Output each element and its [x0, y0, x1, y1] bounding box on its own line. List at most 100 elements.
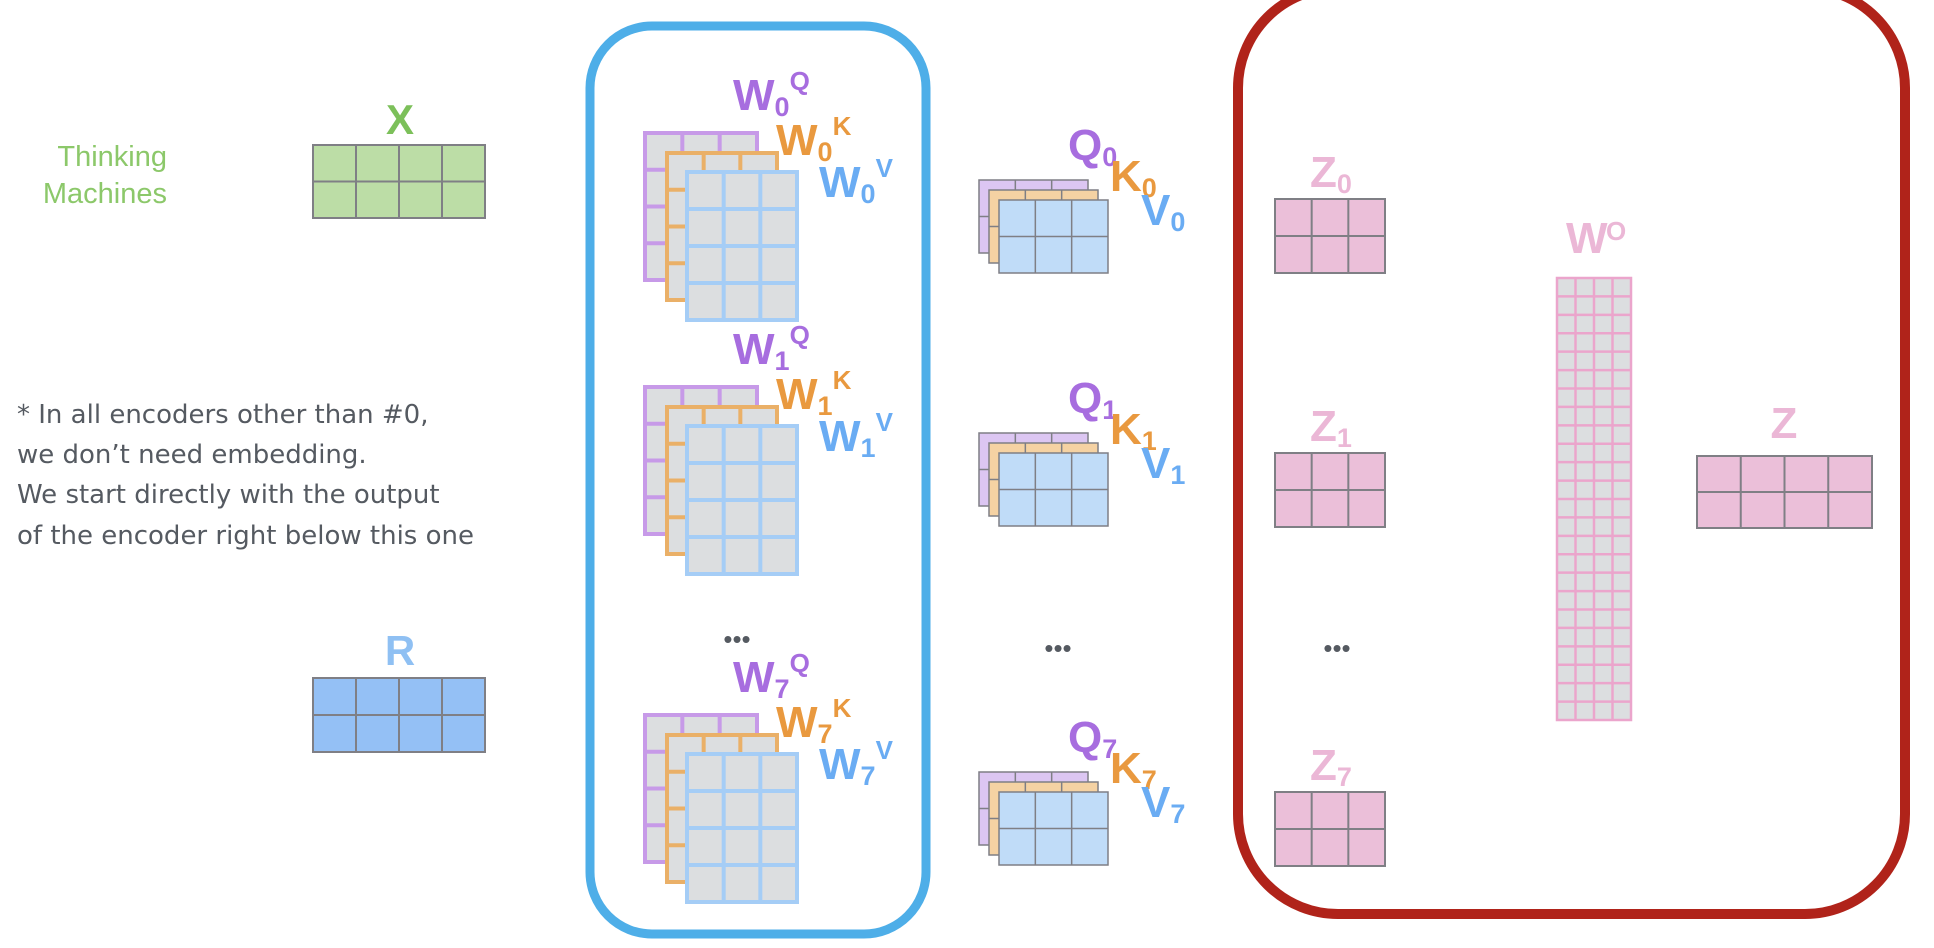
weight-query-label-index: 0 — [775, 92, 790, 122]
key-label-index: 7 — [1142, 765, 1157, 795]
weight-value-label-index: 0 — [861, 179, 876, 209]
embedding-label-x: X — [386, 96, 414, 143]
encoder-output-label-r: R — [385, 627, 415, 674]
input-word-machines: Machines — [43, 178, 167, 210]
weight-key-label: W7K — [776, 693, 852, 749]
key-label-index: 0 — [1142, 173, 1157, 203]
weight-value-label-superscript: V — [876, 153, 894, 183]
value-label-main: V — [1141, 439, 1171, 488]
key-label: K0 — [1110, 152, 1157, 203]
weight-value-label-main: W — [819, 412, 861, 461]
weight-key-label-index: 1 — [818, 391, 833, 421]
weight-query-label-index: 7 — [775, 674, 790, 704]
qkv-stack-7 — [978, 771, 1109, 866]
weight-value-label: W0V — [819, 153, 894, 209]
weight-key-label-superscript: K — [833, 365, 852, 395]
weights-ellipsis: ••• — [723, 624, 750, 654]
note-line-1: * In all encoders other than #0, — [17, 400, 428, 430]
query-label-main: Q — [1068, 374, 1102, 423]
output-matrix-z — [1696, 455, 1873, 529]
weight-matrices-box — [585, 21, 931, 939]
qkv-ellipsis: ••• — [1044, 633, 1071, 663]
qkv-stack-1 — [978, 432, 1109, 527]
weight-key-label-main: W — [776, 116, 818, 165]
weight-query-label-index: 1 — [775, 346, 790, 376]
z-ellipsis: ••• — [1323, 633, 1350, 663]
value-matrix-border — [998, 199, 1109, 274]
key-label: K1 — [1110, 405, 1157, 456]
head-output-label-index: 0 — [1337, 169, 1352, 199]
head-output-label-index: 1 — [1337, 423, 1352, 453]
weight-key-label: W0K — [776, 111, 852, 167]
input-word-thinking: Thinking — [57, 141, 167, 173]
weight-value-matrix — [685, 752, 799, 904]
weight-key-label: W1K — [776, 365, 852, 421]
qkv-stack-0 — [978, 179, 1109, 274]
value-matrix — [998, 199, 1109, 274]
query-label-main: Q — [1068, 121, 1102, 170]
head-output-label: Z1 — [1310, 402, 1352, 453]
weight-value-label: W7V — [819, 735, 894, 791]
note-line-4: of the encoder right below this one — [17, 521, 474, 551]
weight-query-label-main: W — [733, 325, 775, 374]
head-output-label-main: Z — [1310, 148, 1337, 197]
value-label: V0 — [1141, 186, 1185, 237]
input-sentence: Thinking Machines — [43, 141, 167, 210]
encoder-output-grid-border — [312, 677, 486, 753]
attention-output-box — [1233, 0, 1910, 919]
weight-value-label-superscript: V — [876, 735, 894, 765]
value-matrix — [998, 452, 1109, 527]
output-weight-label-w: W — [1566, 214, 1608, 263]
embedding-matrix-x — [312, 144, 486, 219]
weight-query-label-superscript: Q — [790, 648, 810, 678]
head-output-matrix-border — [1274, 198, 1386, 274]
weight-value-matrix-border — [685, 424, 799, 576]
query-label-index: 1 — [1102, 395, 1117, 425]
note-line-3: We start directly with the output — [17, 480, 440, 510]
key-label-main: K — [1110, 152, 1142, 201]
head-output-label: Z0 — [1310, 148, 1352, 199]
output-grid-border — [1696, 455, 1873, 529]
query-label: Q1 — [1068, 374, 1117, 425]
weight-key-label-superscript: K — [833, 693, 852, 723]
value-matrix — [998, 791, 1109, 866]
value-label: V1 — [1141, 439, 1185, 490]
output-weight-label-sup: O — [1606, 216, 1626, 246]
head-output-matrix-border — [1274, 791, 1386, 867]
value-label-index: 0 — [1170, 207, 1185, 237]
value-label-main: V — [1141, 186, 1171, 235]
output-weight-grid-border — [1555, 276, 1633, 722]
weight-query-label-superscript: Q — [790, 320, 810, 350]
weight-key-label-index: 7 — [818, 719, 833, 749]
weight-value-label-main: W — [819, 158, 861, 207]
head-output-label-main: Z — [1310, 402, 1337, 451]
weight-query-label: W7Q — [733, 648, 810, 704]
head-output-label-main: Z — [1310, 741, 1337, 790]
weight-value-label-index: 1 — [861, 433, 876, 463]
head-output-label-index: 7 — [1337, 762, 1352, 792]
output-label-z: Z — [1771, 399, 1798, 448]
query-label: Q7 — [1068, 713, 1117, 764]
key-label-main: K — [1110, 744, 1142, 793]
weight-key-label-main: W — [776, 370, 818, 419]
key-label-main: K — [1110, 405, 1142, 454]
head-output-matrix — [1274, 452, 1386, 528]
key-label-index: 1 — [1142, 426, 1157, 456]
query-label-main: Q — [1068, 713, 1102, 762]
head-output-matrix — [1274, 791, 1386, 867]
weight-value-label-superscript: V — [876, 407, 894, 437]
query-label: Q0 — [1068, 121, 1117, 172]
embedding-grid — [312, 144, 486, 219]
head-output-matrix-border — [1274, 452, 1386, 528]
weight-query-label-superscript: Q — [790, 66, 810, 96]
weight-value-matrix-border — [685, 752, 799, 904]
weight-value-matrix — [685, 424, 799, 576]
weight-key-label-main: W — [776, 698, 818, 747]
value-label-index: 1 — [1170, 460, 1185, 490]
weight-stack-0 — [643, 131, 799, 322]
